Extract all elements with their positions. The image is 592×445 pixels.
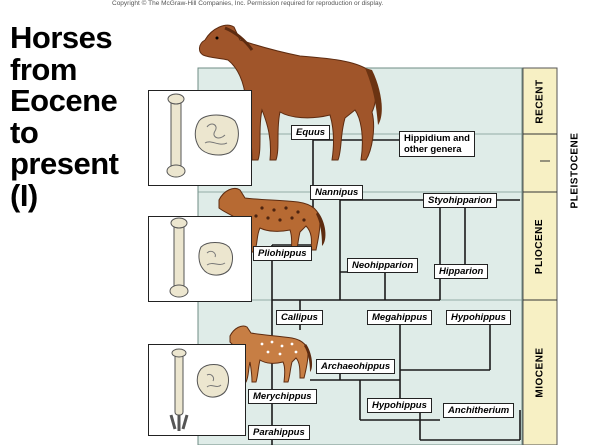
epoch-label-recent: RECENT <box>523 68 557 134</box>
genus-label-styohipparion: Styohipparion <box>423 193 497 208</box>
merychippus-foot-and-tooth-box <box>148 344 246 436</box>
genus-label-merychippus: Merychippus <box>248 389 317 404</box>
genus-label-nannipus: Nannipus <box>310 185 363 200</box>
genus-label-callipus: Callipus <box>276 310 323 325</box>
genus-label-anchitherium: Anchitherium <box>443 403 514 418</box>
genus-label-hippidium: Hippidium and other genera <box>399 131 475 157</box>
genus-label-hypohippus: Hypohippus <box>446 310 511 325</box>
pliohippus-bone-icon <box>149 217 251 301</box>
epoch-text: MIOCENE <box>535 347 546 397</box>
genus-label-hipparion: Hipparion <box>434 264 488 279</box>
genus-label-parahippus: Parahippus <box>248 425 310 440</box>
pliohippus-foot-and-tooth-box <box>148 216 252 302</box>
equus-bone-icon <box>149 91 251 185</box>
genus-label-megahippus: Megahippus <box>367 310 432 325</box>
genus-label-hypohippus: Hypohippus <box>367 398 432 413</box>
genus-label-archaeohippus: Archaeohippus <box>316 359 395 374</box>
genus-label-equus: Equus <box>291 125 330 140</box>
epoch-label-miocene: MIOCENE <box>523 300 557 445</box>
epoch-text: PLIOCENE <box>535 218 546 273</box>
epoch-label-pleistocene: PLEISTOCENE <box>560 110 590 230</box>
epoch-text: RECENT <box>535 79 546 123</box>
genus-label-pliohippus: Pliohippus <box>253 246 312 261</box>
epoch-text: PLEISTOCENE <box>570 132 581 208</box>
merychippus-bone-icon <box>149 345 245 435</box>
equus-foot-and-tooth-box <box>148 90 252 186</box>
epoch-label-pliocene: PLIOCENE <box>523 192 557 300</box>
genus-label-neohipparion: Neohipparion <box>347 258 418 273</box>
